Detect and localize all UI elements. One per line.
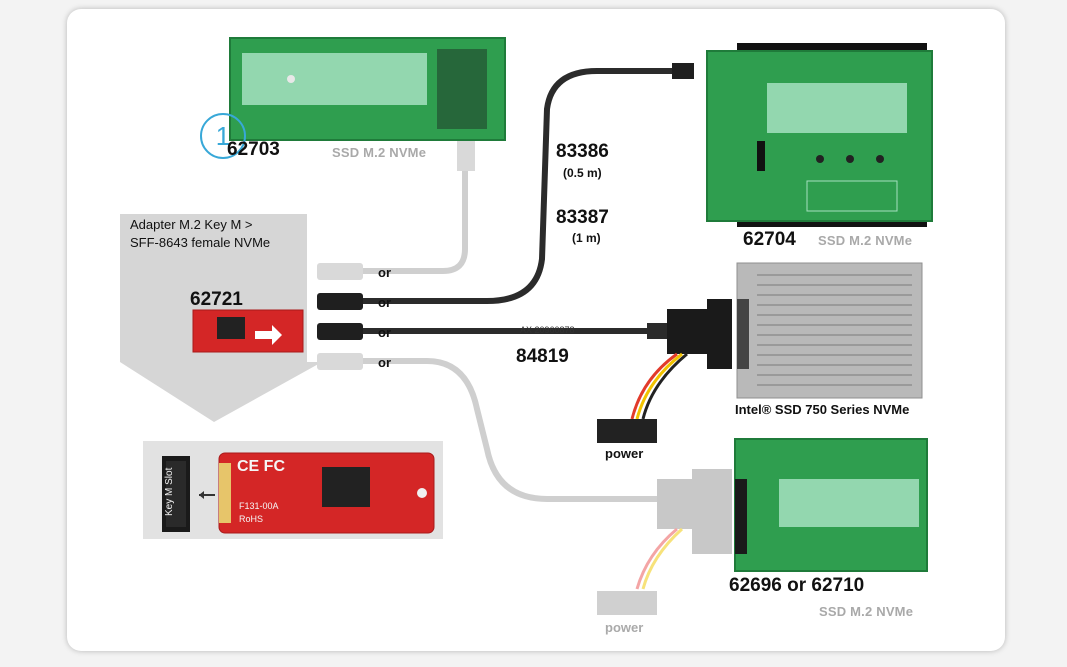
cable-83387-length: (1 m): [572, 231, 601, 245]
connector-light-2: [317, 353, 363, 370]
connector-dark-1: [317, 293, 363, 310]
connector-sff8639-light: [657, 469, 732, 554]
power-wire-light-red: [635, 527, 678, 590]
ssd-slot-62704: [767, 83, 907, 133]
adapter-mount-hole: [417, 488, 427, 498]
adapter-small-arrow: [255, 325, 282, 345]
cable-83386-code: 83386: [556, 141, 609, 162]
product-62703-ssd-label: SSD M.2 NVMe: [332, 145, 427, 160]
diagram-canvas: [120, 37, 933, 615]
intel-ssd-fins: [757, 274, 912, 386]
power-connector-dark: [597, 419, 657, 443]
board-62703-components: [437, 49, 487, 129]
intel-ssd-label: Intel® SSD 750 Series NVMe: [735, 402, 910, 417]
cable-84819-sleeve: [647, 323, 667, 339]
or-label-1: or: [378, 265, 391, 280]
product-62703-code: 62703: [227, 139, 280, 160]
mount-hole: [846, 155, 854, 163]
product-62704-code: 62704: [743, 229, 796, 250]
power-wire-light-yellow: [641, 527, 684, 590]
key-m-slot-label: Key M Slot: [164, 467, 175, 516]
power-connector-light: [597, 591, 657, 615]
arrow-to-slot-head: [199, 491, 204, 499]
key-m-slot-inner: [166, 461, 186, 527]
adapter-small-socket: [217, 317, 245, 339]
mount-hole: [816, 155, 824, 163]
board-62704-outline: [806, 180, 898, 212]
or-label-2: or: [378, 295, 391, 310]
cable-84819-code: 84819: [516, 346, 569, 367]
board-62704: [706, 50, 933, 222]
power-label-1: power: [605, 446, 644, 461]
power-label-2: power: [605, 620, 644, 635]
product-62696-ssd-label: SSD M.2 NVMe: [819, 604, 914, 619]
adapter-ce-fc-mark: CE FC: [237, 458, 285, 475]
adapter-title-line1: Adapter M.2 Key M >: [130, 217, 253, 232]
intel-ssd-connector: [737, 299, 749, 369]
power-wire-black: [641, 352, 688, 420]
or-label-4: or: [378, 355, 391, 370]
cable-62696: [363, 358, 657, 502]
board-62696-connector: [735, 479, 747, 554]
ssd-slot-62703: [242, 53, 427, 105]
power-wire-red: [630, 352, 678, 420]
adapter-closeup-socket: [322, 467, 370, 507]
or-label-3: or: [378, 325, 391, 340]
connector-light-1: [317, 263, 363, 280]
intel-ssd: [736, 262, 923, 399]
product-62721-code: 62721: [190, 289, 243, 310]
diagram-card: 1 62703 SSD M.2 NVMe 83386 (0.5 m) 83387…: [67, 9, 1005, 651]
adapter-title: Adapter M.2 Key M > SFF-8643 female NVMe: [130, 216, 270, 252]
product-62696-code: 62696 or 62710: [729, 575, 865, 596]
power-wire-yellow: [635, 352, 683, 420]
cable-83386-83387: [363, 68, 677, 304]
connector-62703: [457, 139, 475, 171]
step-number-badge: 1: [200, 113, 246, 159]
adapter-62721-small: [192, 309, 304, 353]
product-62704-ssd-label: SSD M.2 NVMe: [818, 233, 913, 248]
adapter-part-number: F131-00A: [239, 501, 279, 511]
ssd-slot-62696: [779, 479, 919, 527]
mount-hole: [287, 75, 295, 83]
adapter-rohs-mark: RoHS: [239, 514, 264, 524]
cable-84819-print: AX 20960878: [520, 325, 575, 335]
m2-socket-62704: [757, 141, 765, 171]
cable-62703: [363, 139, 468, 274]
cable-83386-length: (0.5 m): [563, 166, 602, 180]
adapter-goldfingers: [219, 463, 231, 523]
mount-hole: [876, 155, 884, 163]
connector-62704: [672, 63, 694, 79]
connector-dark-2: [317, 323, 363, 340]
connector-sff8639-dark: [667, 299, 732, 369]
adapter-title-line2: SFF-8643 female NVMe: [130, 235, 271, 250]
cable-83387-code: 83387: [556, 207, 609, 228]
